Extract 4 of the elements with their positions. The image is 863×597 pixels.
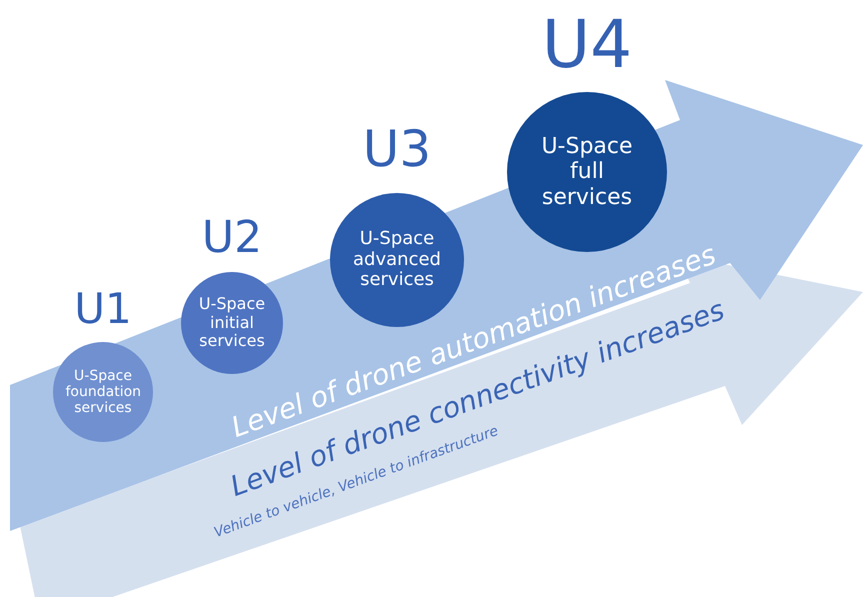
level-heading: U1 xyxy=(73,288,133,330)
level-heading: U2 xyxy=(200,216,264,260)
level-heading: U3 xyxy=(362,124,432,174)
level-heading: U4 xyxy=(540,12,634,78)
